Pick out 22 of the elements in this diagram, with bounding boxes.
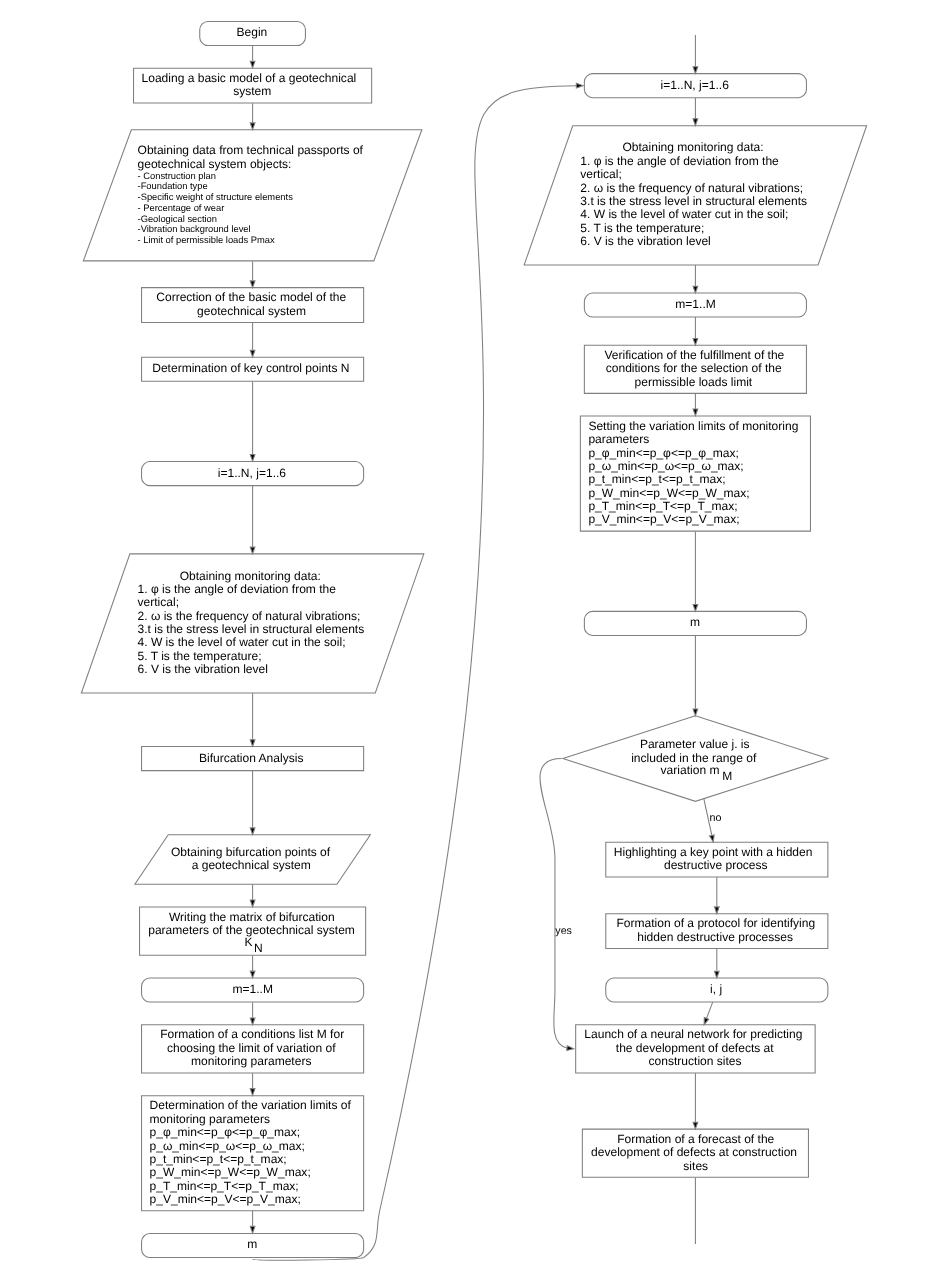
arrow [249, 102, 256, 132]
arrow [692, 316, 699, 347]
arrow [713, 948, 720, 980]
arrow [692, 34, 699, 76]
arrow [249, 770, 256, 837]
arrow [539, 758, 576, 1052]
arrow [249, 45, 256, 70]
arrow [703, 798, 715, 844]
arrow [249, 692, 256, 749]
arrow [692, 1072, 699, 1131]
arrow [692, 635, 699, 718]
arrow [249, 260, 256, 290]
arrow [249, 380, 256, 463]
arrow [713, 876, 720, 916]
arrow [249, 322, 256, 359]
arrow [249, 1072, 256, 1097]
connector [694, 1177, 696, 1245]
arrow [692, 264, 699, 295]
arrow [249, 485, 256, 556]
arrow [692, 97, 699, 128]
arrow [703, 1001, 714, 1027]
arrow [692, 530, 699, 613]
